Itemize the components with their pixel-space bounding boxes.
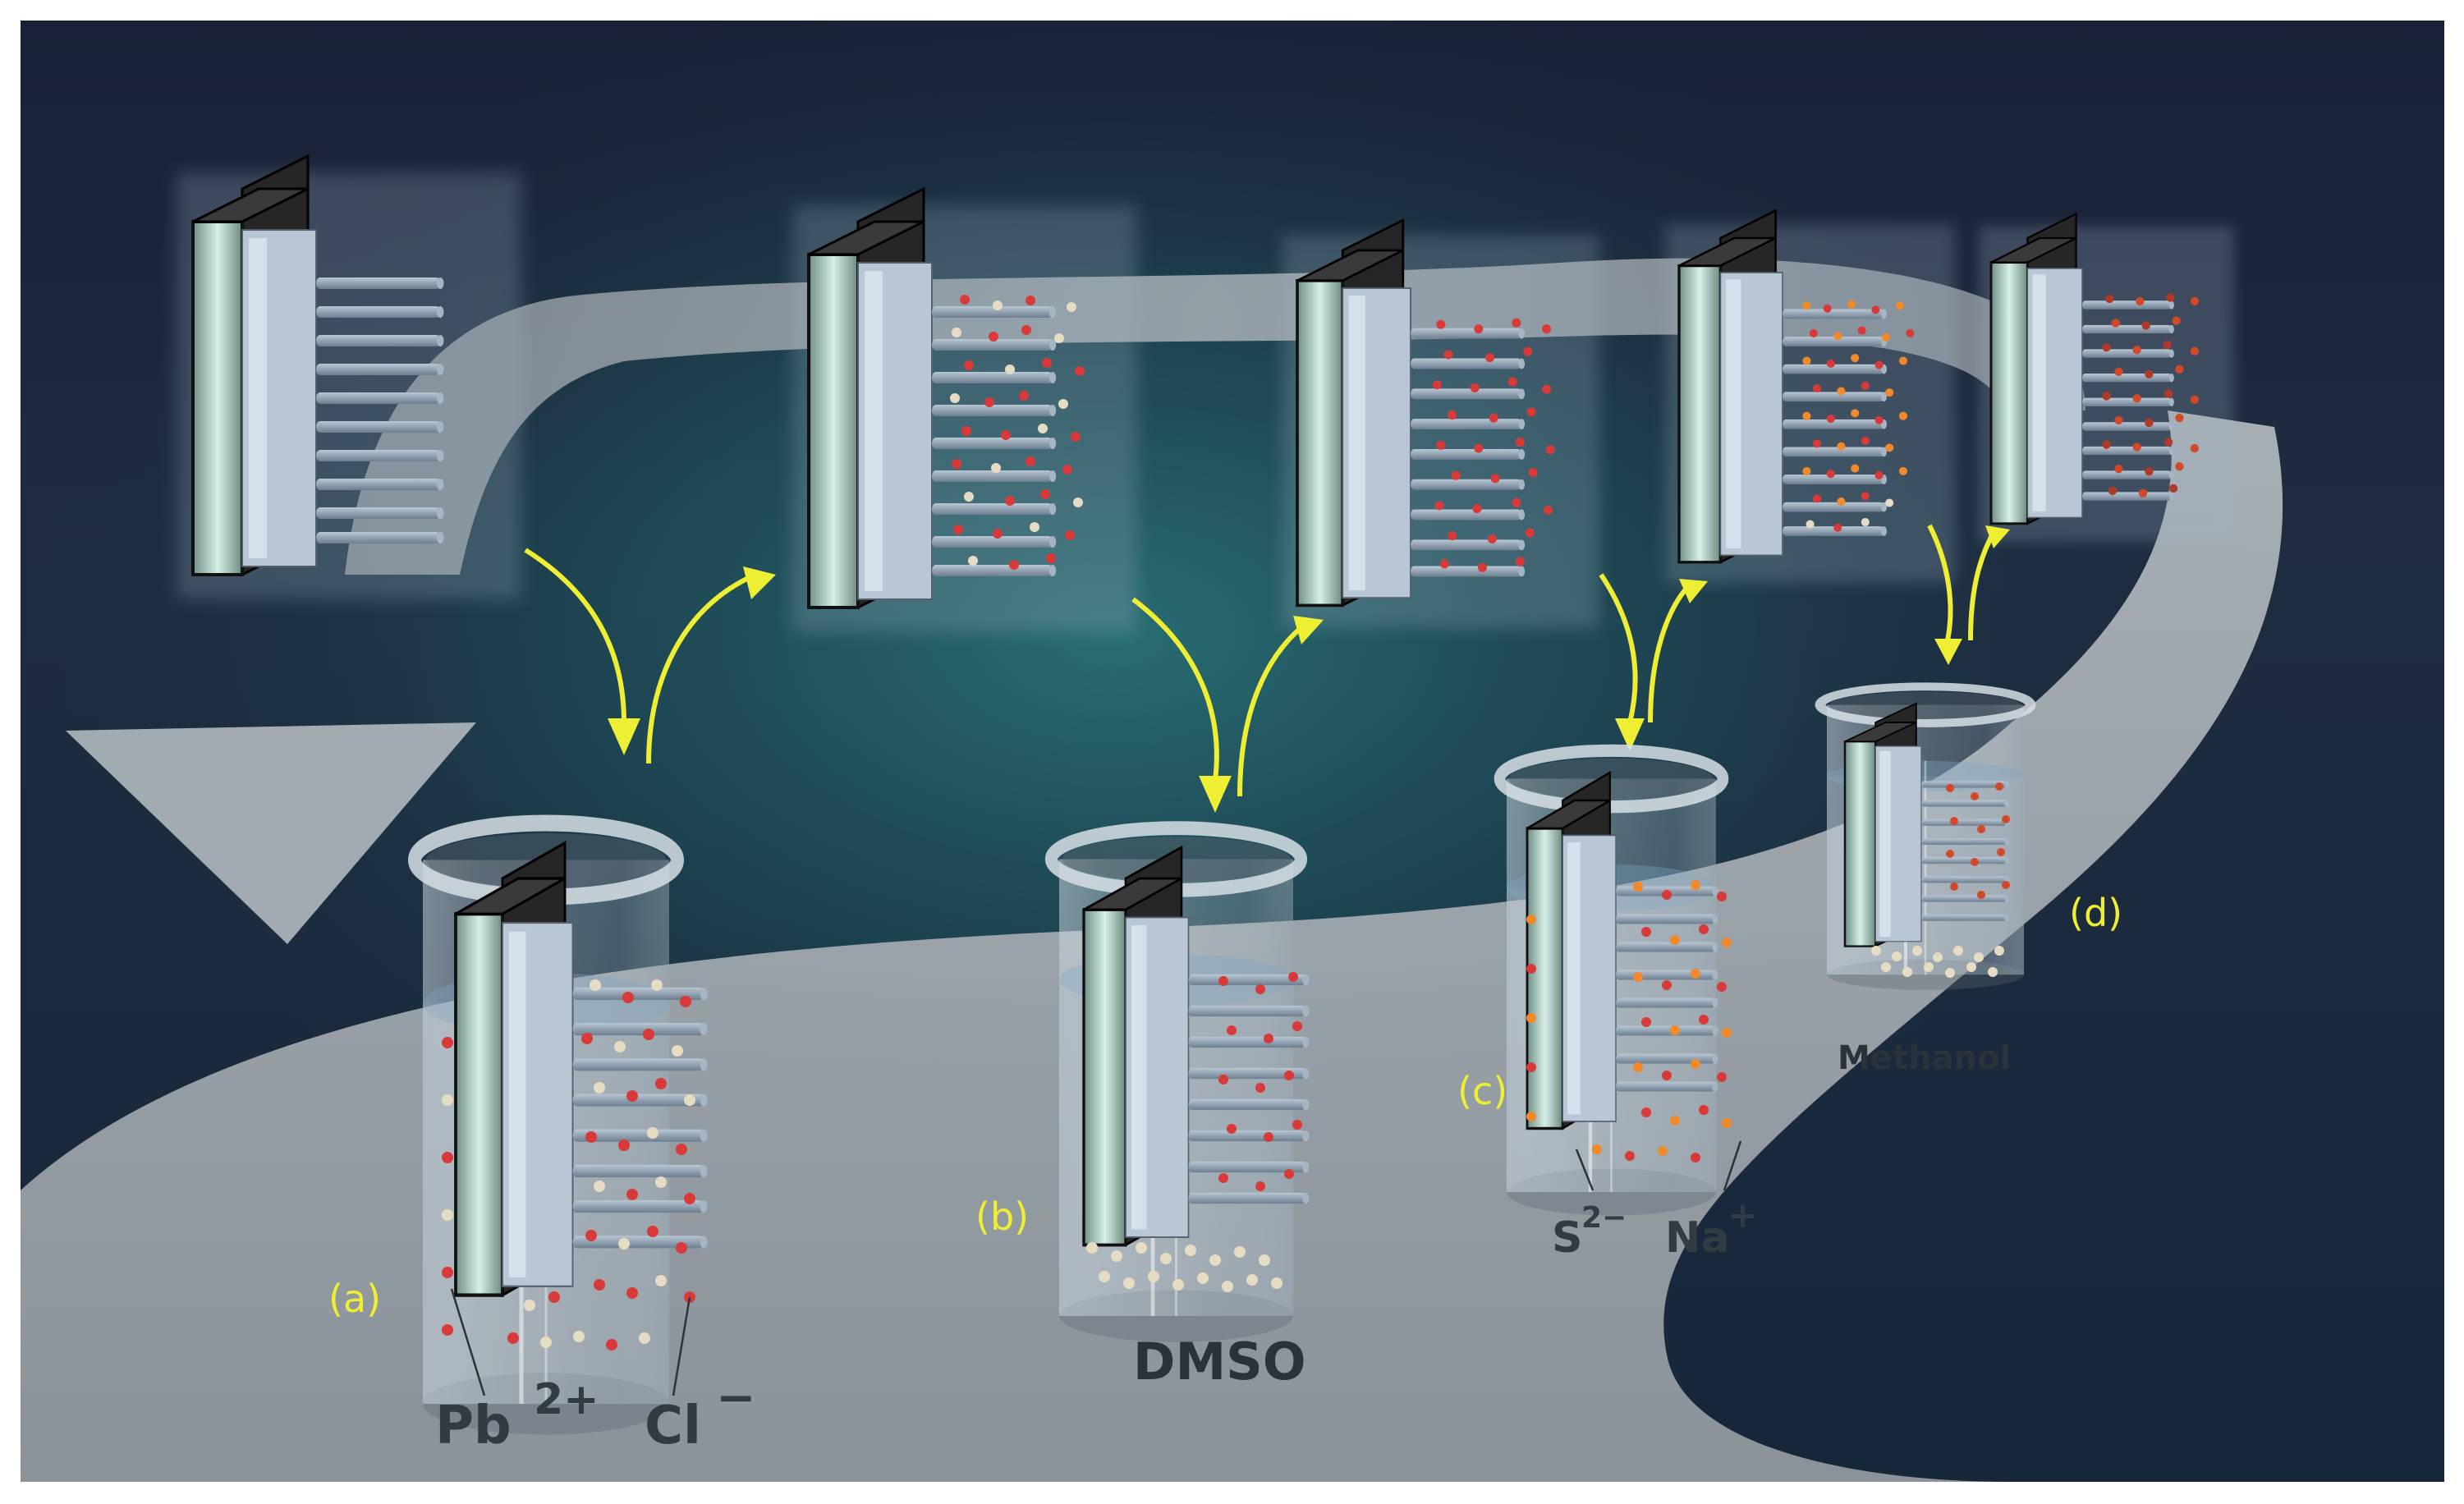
solution-ions-c xyxy=(1526,880,1732,1162)
arrow-out-of-d xyxy=(1968,528,1998,641)
adsorbed-pbs-and-na xyxy=(1802,300,1915,532)
ion-s: S xyxy=(1552,1213,1582,1263)
beaker-d xyxy=(1820,686,2030,990)
adsorbed-pb-ions xyxy=(1432,318,1555,572)
solution-ions-a xyxy=(442,979,695,1350)
ion-na-charge: + xyxy=(1728,1194,1758,1236)
label-c: (c) xyxy=(1457,1069,1507,1113)
solvent-dmso: DMSO xyxy=(1133,1332,1306,1392)
adsorbed-pbs xyxy=(2102,293,2200,498)
arrow-into-b xyxy=(1131,597,1219,781)
substrate-bare xyxy=(177,154,521,599)
flow-arrowhead xyxy=(66,722,476,944)
arrow-out-of-a xyxy=(646,572,757,764)
adsorbed-ions xyxy=(950,295,1085,570)
ion-na: Na xyxy=(1665,1213,1730,1263)
arrow-out-of-c xyxy=(1648,580,1694,723)
label-d: (d) xyxy=(2069,891,2122,935)
label-b: (b) xyxy=(975,1194,1029,1239)
ion-pb: Pb xyxy=(435,1396,512,1456)
substrate-after-a xyxy=(792,187,1137,632)
solvent-methanol: Methanol xyxy=(1838,1039,2011,1077)
arrow-into-a xyxy=(524,548,626,723)
label-a: (a) xyxy=(328,1277,381,1321)
arrow-out-of-b xyxy=(1237,621,1307,797)
solution-ions-b xyxy=(1086,972,1302,1292)
beaker-a xyxy=(415,823,708,1435)
ion-s-charge: 2− xyxy=(1581,1201,1627,1235)
arrow-into-c xyxy=(1599,573,1638,723)
substrate-after-b xyxy=(1282,218,1599,628)
ion-cl-charge: − xyxy=(716,1369,756,1425)
ion-cl: Cl xyxy=(645,1396,701,1456)
process-arrows xyxy=(524,524,1998,797)
ion-pb-charge: 2+ xyxy=(534,1375,599,1424)
arrow-into-d xyxy=(1927,524,1953,641)
substrate-after-c xyxy=(1665,209,1955,583)
solution-ions-d xyxy=(1871,782,2010,978)
ion-callouts xyxy=(450,1140,1742,1396)
beaker-c xyxy=(1500,750,1732,1215)
beaker-b xyxy=(1052,828,1310,1342)
substrate-after-d xyxy=(1979,212,2234,542)
arrow-heads xyxy=(608,525,2010,813)
